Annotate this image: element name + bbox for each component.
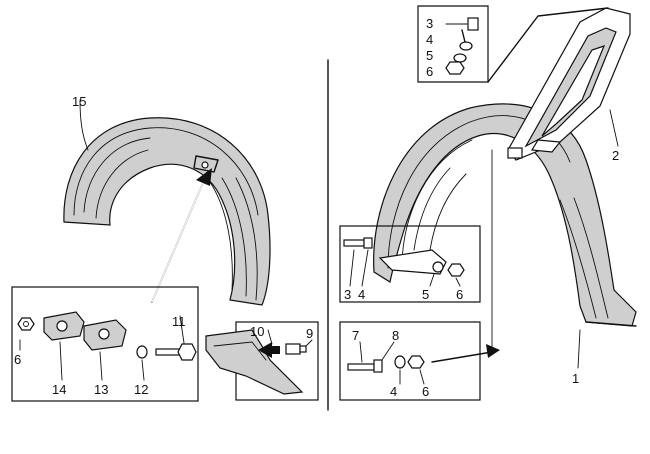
- front-mount-parts: [17, 311, 197, 381]
- label-6-middle: 6: [456, 287, 463, 302]
- part-labels: 1 2 3 4 5 6 3 4 5 6 7 8 4 6 6 14 13 12 1…: [14, 16, 619, 399]
- rear-lower-fastener-parts: [343, 237, 465, 287]
- carrier-fastener-box: [417, 5, 609, 83]
- label-15: 15: [72, 94, 86, 109]
- front-fender-15: [63, 117, 271, 306]
- label-4-top: 4: [426, 32, 433, 47]
- carrier-frame-2: [507, 7, 631, 161]
- label-14: 14: [52, 382, 66, 397]
- label-12: 12: [134, 382, 148, 397]
- label-9: 9: [306, 326, 313, 341]
- rear-side-fastener-box: [339, 321, 481, 401]
- label-6-left: 6: [14, 352, 21, 367]
- rear-side-fastener-parts: [347, 341, 425, 385]
- label-2: 2: [612, 148, 619, 163]
- label-6-lower: 6: [422, 384, 429, 399]
- leader-lines: [79, 99, 619, 369]
- front-bracket-parts: [205, 329, 313, 395]
- label-6-top: 6: [426, 64, 433, 79]
- label-5-top: 5: [426, 48, 433, 63]
- pointer-arrow-to-rear-fender: [431, 149, 500, 363]
- label-13: 13: [94, 382, 108, 397]
- label-3-middle: 3: [344, 287, 351, 302]
- label-11: 11: [172, 314, 186, 329]
- label-4-lower: 4: [390, 384, 397, 399]
- label-5-middle: 5: [422, 287, 429, 302]
- label-8: 8: [392, 328, 399, 343]
- pointer-arrow-to-front-fender: [151, 168, 212, 303]
- rear-fender-1: [373, 103, 637, 327]
- label-10: 10: [250, 324, 264, 339]
- front-fender-mount-box: [11, 286, 199, 402]
- label-7: 7: [352, 328, 359, 343]
- label-3-top: 3: [426, 16, 433, 31]
- label-1: 1: [572, 371, 579, 386]
- label-4-middle: 4: [358, 287, 365, 302]
- rear-lower-fastener-box: [339, 225, 481, 303]
